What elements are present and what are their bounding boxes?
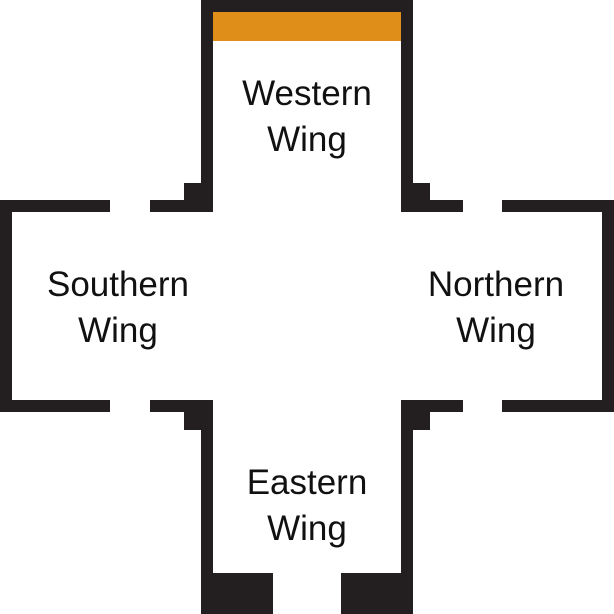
southern-wing-label: Southern Wing [8, 262, 228, 354]
lower-right-wall-inner [401, 400, 463, 412]
eastern-wing-right-wall [401, 400, 413, 614]
southern-wing-label-line2: Wing [78, 311, 158, 350]
upper-left-wall-outer [0, 200, 110, 212]
upper-right-wall-inner [401, 200, 463, 212]
southern-wing-label-line1: Southern [46, 265, 190, 304]
upper-left-wall-inner [150, 200, 213, 212]
lower-left-wall-inner [150, 400, 213, 412]
eastern-wing-left-pilaster [184, 410, 204, 430]
eastern-wing-label-line2: Wing [267, 509, 347, 548]
western-wing-right-pilaster [410, 183, 430, 203]
western-wing-label-line2: Wing [267, 120, 347, 159]
lower-left-wall-outer [0, 400, 110, 412]
lower-right-wall-outer [502, 400, 614, 412]
western-wing-accent-bar [213, 12, 401, 41]
western-wing-right-wall [401, 0, 413, 212]
western-wing-top-wall [201, 0, 413, 12]
western-wing-left-wall [201, 0, 213, 212]
eastern-wing-right-door-jamb [341, 573, 413, 614]
northern-wing-label: Northern Wing [386, 262, 606, 354]
northern-wing-label-line1: Northern [427, 265, 565, 304]
western-wing-label: Western Wing [197, 71, 417, 163]
eastern-wing-label-line1: Eastern [246, 463, 368, 502]
western-wing-left-pilaster [184, 183, 204, 203]
eastern-wing-label: Eastern Wing [197, 460, 417, 552]
northern-wing-label-line2: Wing [456, 311, 536, 350]
eastern-wing-right-pilaster [410, 410, 430, 430]
eastern-wing-left-wall [201, 400, 213, 614]
southern-wing-end-wall [0, 200, 12, 412]
upper-right-wall-outer [502, 200, 614, 212]
northern-wing-end-wall [602, 200, 614, 412]
eastern-wing-left-door-jamb [201, 573, 273, 614]
western-wing-label-line1: Western [242, 74, 372, 113]
